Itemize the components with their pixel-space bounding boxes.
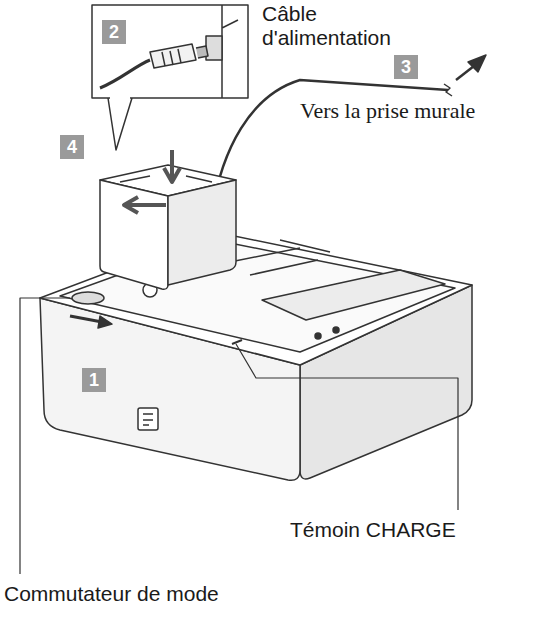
led — [333, 327, 339, 333]
part-label: Câble d'alimentation — [262, 2, 422, 50]
inset-pointer — [108, 98, 132, 150]
plug-body — [150, 44, 196, 68]
led — [315, 333, 321, 339]
logo-mark — [143, 414, 153, 425]
callout-number: 3 — [394, 55, 418, 79]
note-label: Vers la prise murale — [300, 98, 475, 123]
plug-tip — [196, 46, 208, 58]
switch-arrow-head — [98, 316, 112, 328]
battery-front — [100, 180, 168, 289]
inset-cable — [100, 60, 150, 88]
battery-side — [168, 180, 236, 285]
wall-arrow — [468, 55, 486, 72]
charge-lamp — [232, 340, 242, 344]
slide-arrow — [124, 197, 166, 213]
insert-arrow — [164, 150, 180, 182]
part-label: Témoin CHARGE — [290, 518, 456, 542]
battery-contact — [120, 176, 212, 182]
logo-mark — [138, 408, 158, 430]
mode-switch — [72, 292, 104, 304]
callout-number: 2 — [102, 20, 126, 44]
cable-break — [444, 84, 452, 96]
inset-wall — [222, 5, 238, 98]
charger-display — [262, 270, 445, 320]
part-label: Commutateur de mode — [4, 582, 219, 606]
leader-line — [236, 344, 458, 510]
cable-end — [456, 66, 474, 80]
callout-number: 4 — [60, 135, 84, 159]
leader-line — [20, 298, 70, 574]
inset-frame — [92, 5, 248, 98]
inset-join — [110, 97, 130, 100]
callout-number: 1 — [82, 368, 106, 392]
plug-grip — [162, 49, 181, 66]
charger-slot — [230, 240, 330, 275]
switch-arrow — [70, 316, 102, 322]
